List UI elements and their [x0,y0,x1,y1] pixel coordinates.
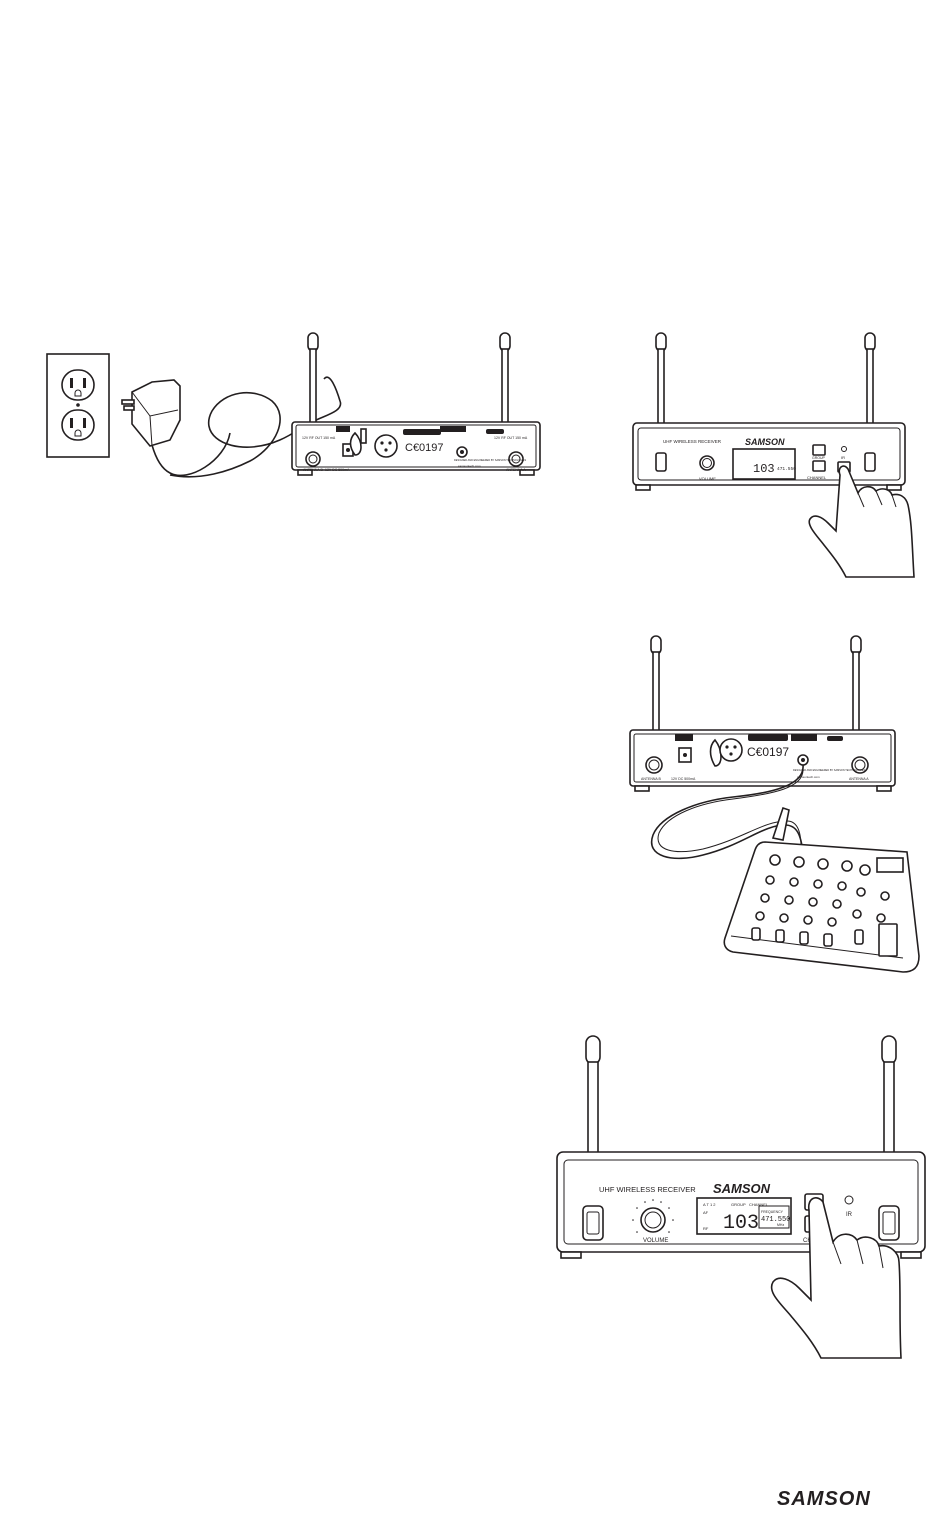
receiver-rear-panel [291,421,541,476]
lcd-frequency-label: FREQUENCY [761,1210,784,1214]
antenna-icon [307,332,511,426]
power-adapter-icon [121,379,231,477]
antenna-a-label: ANTENNA A [506,468,526,472]
lcd-mhz: MHz [777,1223,784,1227]
power-connection-diagram: C€0197 ANTENNA B ANTENNA A 12V RF OUT 15… [46,332,541,478]
antenna-a-label: ANTENNA A [849,777,869,781]
lcd-channel-readout: 103 [753,462,775,476]
mixer-icon [723,806,920,973]
footer-logo: SAMSON [777,1488,927,1510]
lcd-rf: RF [703,1226,709,1231]
power-cable [169,376,342,478]
receiver-title: UHF WIRELESS RECEIVER [599,1185,696,1194]
front-panel-group-diagram: UHF WIRELESS RECEIVER SAMSON A T 1 2 GRO… [556,1035,926,1359]
ce-mark: C€0197 [747,745,789,759]
front-panel-ir-diagram: UHF WIRELESS RECEIVER SAMSON 103 471.550… [632,332,915,578]
designed-by-label: DESIGNED AND ENGINEERED BY SAMSON TECHNO… [793,769,865,772]
antenna-b-label: ANTENNA B [641,777,662,781]
website-label: samsontech.com [458,464,481,468]
receiver-rear-panel [629,729,896,792]
lcd-frequency-readout: 471.550 [777,466,796,472]
volume-label: VOLUME [699,476,716,481]
website-label: samsontech.com [797,775,820,779]
ir-label: IR [841,455,845,460]
footer-logo-text: SAMSON [777,1488,871,1510]
panel-logo: SAMSON [713,1181,771,1196]
antenna-b-label: ANTENNA B [303,468,324,472]
wall-outlet-icon [46,353,110,458]
group-label: GROUP [812,456,826,460]
receiver-front-panel [632,422,906,491]
lcd-group-label: GROUP [731,1202,746,1207]
panel-logo: SAMSON [745,437,785,447]
lcd-channel-readout: 103 [723,1212,759,1235]
rf-out-b-label: 12V RF OUT 150 mA [302,436,336,440]
lcd-channel-label: CHANNEL [749,1202,769,1207]
antenna-icon [655,332,876,462]
designed-by-label: DESIGNED AND ENGINEERED BY SAMSON TECHNO… [454,459,526,462]
receiver-title: UHF WIRELESS RECEIVER [663,439,722,444]
rf-out-a-label: 12V RF OUT 150 mA [494,436,528,440]
ce-mark: C€0197 [405,442,444,454]
antenna-icon [650,635,862,735]
power-rating-label: 12V DC 500mA [325,468,350,472]
hand-pointer-icon [808,465,915,578]
hand-pointer-icon [770,1197,902,1359]
power-rating-label: 12V DC 500mA [671,777,696,781]
mixer-connection-diagram: C€0197 DESIGNED AND ENGINEERED BY SAMSON… [629,635,920,973]
channel-label: CHANNEL [807,475,827,480]
lcd-code: A T 1 2 [703,1202,716,1207]
lcd-af: AF [703,1210,709,1215]
ir-label: IR [846,1212,853,1218]
volume-label: VOLUME [643,1238,668,1244]
lcd-frequency-readout: 471.550 [761,1216,790,1224]
